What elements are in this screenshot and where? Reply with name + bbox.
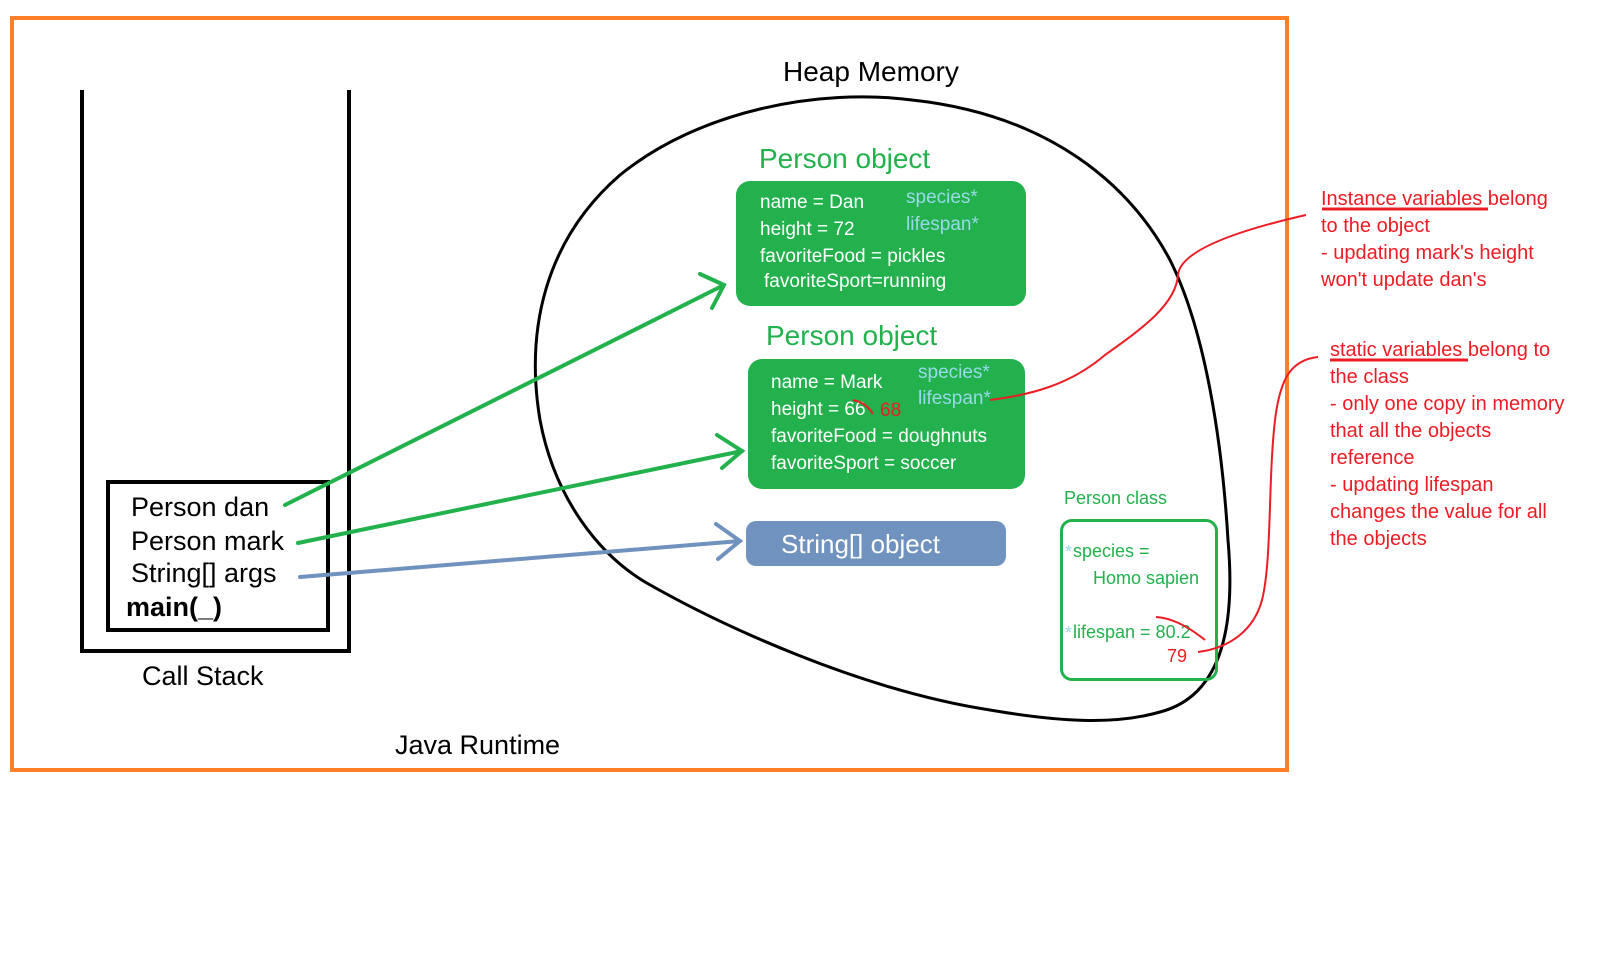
field-favorite-food: favoriteFood = pickles: [760, 246, 946, 267]
note-line: the class: [1330, 366, 1409, 388]
main-stack-frame: Person dan Person mark String[] args mai…: [106, 480, 330, 632]
field-favorite-food: favoriteFood = doughnuts: [771, 426, 988, 447]
field-name: name = Mark: [771, 372, 883, 393]
note-line: - updating mark's height: [1321, 242, 1534, 264]
field-favorite-sport: favoriteSport=running: [764, 271, 947, 292]
person-object-dan: name = Dan height = 72 favoriteFood = pi…: [736, 181, 1026, 306]
local-var-args: String[] args: [131, 558, 277, 588]
note-text: belong to: [1462, 339, 1551, 361]
field-height: height = 72: [760, 219, 855, 240]
note-highlight: Instance variables: [1321, 188, 1483, 210]
note-line: to the object: [1321, 215, 1430, 237]
field-height-new-value: 68: [880, 400, 902, 421]
person-object-title-mark: Person object: [766, 320, 938, 351]
static-ref-lifespan: lifespan*: [918, 388, 991, 409]
note-highlight: static variables: [1330, 339, 1463, 361]
person-class-title: Person class: [1064, 488, 1168, 508]
field-favorite-sport: favoriteSport = soccer: [771, 453, 957, 474]
string-array-label: String[] object: [781, 529, 940, 559]
person-class-box: * species = Homo sapien * lifespan = 80.…: [1060, 519, 1218, 681]
note-line: - updating lifespan: [1330, 474, 1494, 496]
static-ref-species: species*: [918, 362, 990, 383]
note-line: the objects: [1330, 528, 1427, 550]
heap-memory-label: Heap Memory: [783, 56, 959, 87]
static-ref-lifespan: lifespan*: [906, 214, 979, 235]
static-ref-species: species*: [906, 187, 978, 208]
instance-variables-note: Instance variables belong to the object …: [1321, 186, 1548, 294]
note-line: reference: [1330, 447, 1415, 469]
person-object-title-dan: Person object: [759, 143, 931, 174]
field-name: name = Dan: [760, 192, 865, 213]
field-height: height = 66: [771, 399, 866, 420]
java-runtime-label: Java Runtime: [395, 730, 561, 760]
note-text: belong: [1482, 188, 1548, 210]
lifespan-label: lifespan = 80.2: [1073, 622, 1191, 642]
static-marker: *: [1065, 623, 1073, 643]
lifespan-new-value: 79: [1167, 646, 1188, 666]
species-value: Homo sapien: [1093, 568, 1200, 588]
note-line: that all the objects: [1330, 420, 1492, 442]
method-name: main(_): [126, 592, 223, 622]
string-array-object: String[] object: [746, 521, 1006, 566]
local-var-dan: Person dan: [131, 492, 270, 522]
call-stack-label: Call Stack: [142, 661, 264, 691]
note-line: changes the value for all: [1330, 501, 1547, 523]
static-marker: *: [1065, 542, 1073, 562]
local-var-mark: Person mark: [131, 526, 285, 556]
species-label: species =: [1073, 541, 1150, 561]
person-object-mark: name = Mark height = 66 68 favoriteFood …: [748, 359, 1025, 489]
note-line: - only one copy in memory: [1330, 393, 1565, 415]
note-line: won't update dan's: [1321, 269, 1487, 291]
static-variables-note: static variables belong to the class - o…: [1330, 337, 1565, 553]
